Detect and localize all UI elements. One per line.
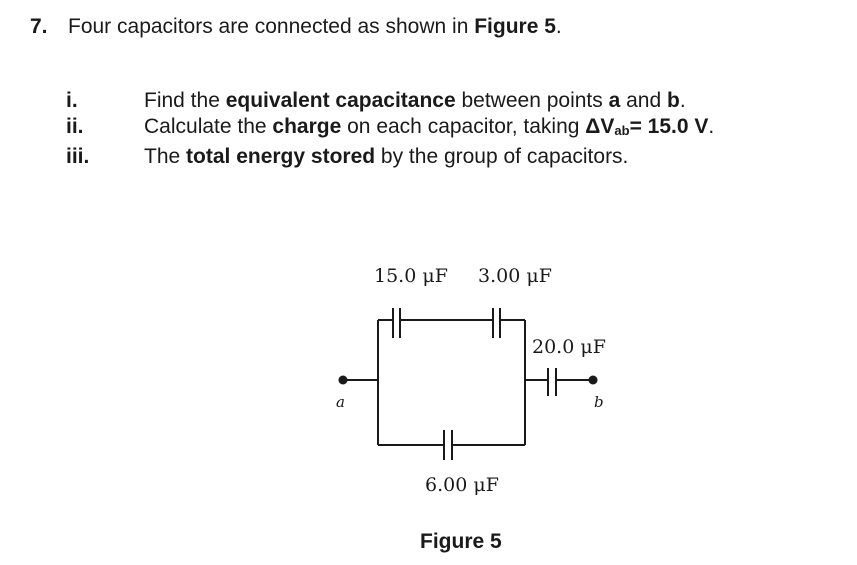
label-cap-20uf: 20.0 μF: [532, 336, 606, 358]
bold-part: charge: [272, 115, 342, 138]
sub-question-i: i. Find the equivalent capacitance betwe…: [66, 88, 714, 114]
text-part: .: [708, 115, 715, 138]
bold-part: ΔV: [585, 115, 615, 138]
question-figure-ref: Figure 5: [474, 15, 556, 38]
label-cap-6uf: 6.00 μF: [425, 474, 499, 496]
text-part: on each capacitor, taking: [341, 115, 586, 138]
bold-part: total energy stored: [186, 145, 376, 168]
figure-caption: Figure 5: [420, 530, 502, 553]
sub-question-text: Calculate the charge on each capacitor, …: [144, 114, 714, 144]
subscript: ab: [614, 123, 630, 138]
label-cap-15uf: 15.0 μF: [374, 265, 448, 287]
text-part: and: [620, 89, 667, 112]
roman-numeral: iii.: [66, 145, 90, 168]
terminal-b-dot: [588, 375, 598, 385]
text-part: between points: [455, 89, 609, 112]
roman-numeral: i.: [66, 89, 78, 112]
bold-part: a: [608, 89, 621, 112]
circuit-diagram: [338, 308, 598, 460]
capacitor-15uf: [392, 308, 401, 338]
bold-part: b: [667, 89, 680, 112]
sub-question-ii: ii. Calculate the charge on each capacit…: [66, 114, 714, 144]
text-part: Find the: [144, 89, 226, 112]
sub-question-text: Find the equivalent capacitance between …: [144, 88, 686, 114]
question-header: 7. Four capacitors are connected as shown…: [30, 14, 562, 40]
sub-question-text: The total energy stored by the group of …: [144, 144, 628, 170]
sub-question-iii: iii. The total energy stored by the grou…: [66, 144, 714, 170]
capacitor-20uf: [547, 368, 557, 396]
question-number: 7.: [30, 15, 48, 38]
roman-numeral: ii.: [66, 115, 84, 138]
capacitor-3uf: [492, 308, 501, 338]
label-point-b: b: [594, 393, 604, 411]
terminal-a-dot: [338, 375, 348, 385]
text-part: Calculate the: [144, 115, 273, 138]
bold-part: = 15.0 V: [629, 115, 709, 138]
capacitor-6uf: [443, 430, 453, 460]
label-cap-3uf: 3.00 μF: [478, 265, 552, 287]
question-text: Four capacitors are connected as shown i…: [68, 15, 475, 38]
bold-part: equivalent capacitance: [225, 89, 456, 112]
label-point-a: a: [336, 393, 345, 411]
text-part: by the group of capacitors.: [375, 145, 629, 168]
text-part: The: [144, 145, 187, 168]
question-text-end: .: [555, 15, 562, 38]
text-part: .: [679, 89, 686, 112]
sub-question-list: i. Find the equivalent capacitance betwe…: [66, 88, 714, 170]
